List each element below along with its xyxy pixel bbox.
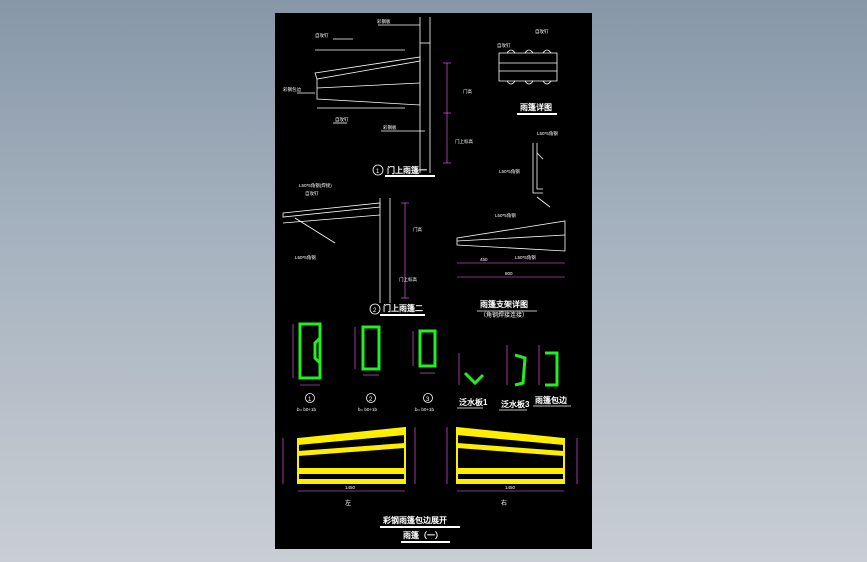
cad-drawing: 彩钢板 自攻钉 彩钢包边 自攻钉 彩钢板 门上标高 门高 1 门上雨篷一 自攻钉…: [282, 17, 578, 543]
support-title: 雨篷支架详图: [480, 299, 528, 309]
drawing-canvas: 彩钢板 自攻钉 彩钢包边 自攻钉 彩钢板 门上标高 门高 1 门上雨篷一 自攻钉…: [275, 13, 592, 549]
sheet-title: 雨篷（一）: [403, 530, 443, 540]
dimension: 800: [505, 271, 513, 276]
canopy-sheet: [282, 202, 381, 218]
detail-mark-number: 1: [376, 169, 380, 175]
flashing-title: 泛水板3: [501, 399, 530, 409]
detail-title: 门上雨篷一: [387, 165, 427, 175]
plan-title: 雨篷详图: [520, 102, 552, 112]
bracket-detail: L50*5角钢 L50*5角钢: [499, 130, 558, 208]
canopy-edge-profile: [545, 351, 559, 387]
detail-mark-number: 2: [373, 308, 377, 314]
unfold-label: 右: [501, 499, 507, 507]
section-mark-number: 3: [426, 397, 430, 403]
support-detail: 450 800 L50*5角钢 L50*5角钢 雨篷支架详图 （角钢焊接连接）: [456, 212, 566, 319]
section-mark: [305, 393, 315, 403]
detail-mark: [372, 164, 384, 176]
label: L50*5角钢: [515, 254, 536, 261]
cladding-strip: [298, 427, 405, 445]
label: 自攻钉: [315, 32, 329, 39]
label: L50*5角钢: [537, 130, 558, 137]
section-mark-number: 1: [308, 397, 312, 403]
label: L50*5角钢: [495, 212, 516, 219]
section-3-profile: [418, 329, 437, 368]
unfold-left: 1450 左: [282, 427, 416, 507]
label: 自攻钉: [497, 42, 511, 49]
canopy-plan: 自攻钉 自攻钉 雨篷详图: [497, 28, 558, 115]
label: 彩钢板: [383, 124, 397, 131]
dimension: 1450: [505, 485, 516, 490]
section-note: b= b0+1b: [358, 407, 378, 412]
label: L50*5角钢: [295, 254, 316, 261]
section-mark: [366, 393, 376, 403]
section-mark: [423, 393, 433, 403]
flashing-title: 泛水板1: [459, 397, 488, 407]
label: 自攻钉: [305, 190, 319, 197]
label: 自攻钉: [335, 116, 349, 123]
cladding-strip: [457, 468, 564, 474]
detail-mark: [369, 303, 381, 315]
unfold-caption: 彩钢雨篷包边展开: [382, 515, 447, 525]
section-2-profile: [361, 325, 381, 371]
detail-2: L50*5角钢(焊接) 自攻钉 L50*5角钢 门上标高 门高 2 门上雨篷二: [282, 182, 425, 316]
detail-title: 门上雨篷二: [383, 303, 423, 313]
detail-1: 彩钢板 自攻钉 彩钢包边 自攻钉 彩钢板 门上标高 门高 1 门上雨篷一: [283, 17, 473, 177]
flashings: 泛水板1 泛水板3 雨篷包边: [457, 345, 571, 411]
flashing-title: 雨篷包边: [535, 395, 568, 405]
unfold-label: 左: [345, 499, 351, 507]
label: 门高: [463, 88, 472, 95]
label: 门上标高: [455, 138, 473, 145]
cladding-strip: [298, 479, 405, 484]
canopy-sheet: [314, 56, 421, 80]
label: L50*5角钢: [499, 168, 520, 175]
cladding-strip: [457, 427, 564, 445]
cladding-strip: [298, 468, 405, 474]
plan-outline: [498, 52, 558, 82]
cladding-strip: [457, 443, 564, 456]
dimension: 450: [480, 257, 488, 262]
dimension: 1450: [345, 485, 356, 490]
section-1-profile: [298, 322, 322, 380]
label: 彩钢包边: [283, 86, 301, 93]
label: L50*5角钢(焊接): [299, 182, 332, 189]
flashing-1-profile: [463, 371, 485, 386]
canopy-frame: [316, 61, 421, 106]
label: 自攻钉: [535, 28, 549, 35]
unfold-right: 1450 右: [446, 427, 578, 507]
flashing-3-profile: [514, 353, 527, 387]
cladding-strip: [457, 479, 564, 484]
cladding-strip: [298, 443, 405, 456]
label: 门高: [413, 226, 422, 233]
label: 门上标高: [399, 276, 417, 283]
section-note: b= b0+1b: [415, 407, 435, 412]
bracket-angle: [532, 143, 543, 194]
label: 彩钢板: [377, 18, 391, 25]
support-subtitle: （角钢焊接连接）: [480, 311, 528, 319]
support-truss: [456, 220, 566, 252]
section-mark-number: 2: [369, 397, 373, 403]
section-note: b= b0+1b: [297, 407, 317, 412]
cross-sections: 1 2 3 b= b0+1b b= b0+1b b= b0+1b: [292, 322, 437, 412]
